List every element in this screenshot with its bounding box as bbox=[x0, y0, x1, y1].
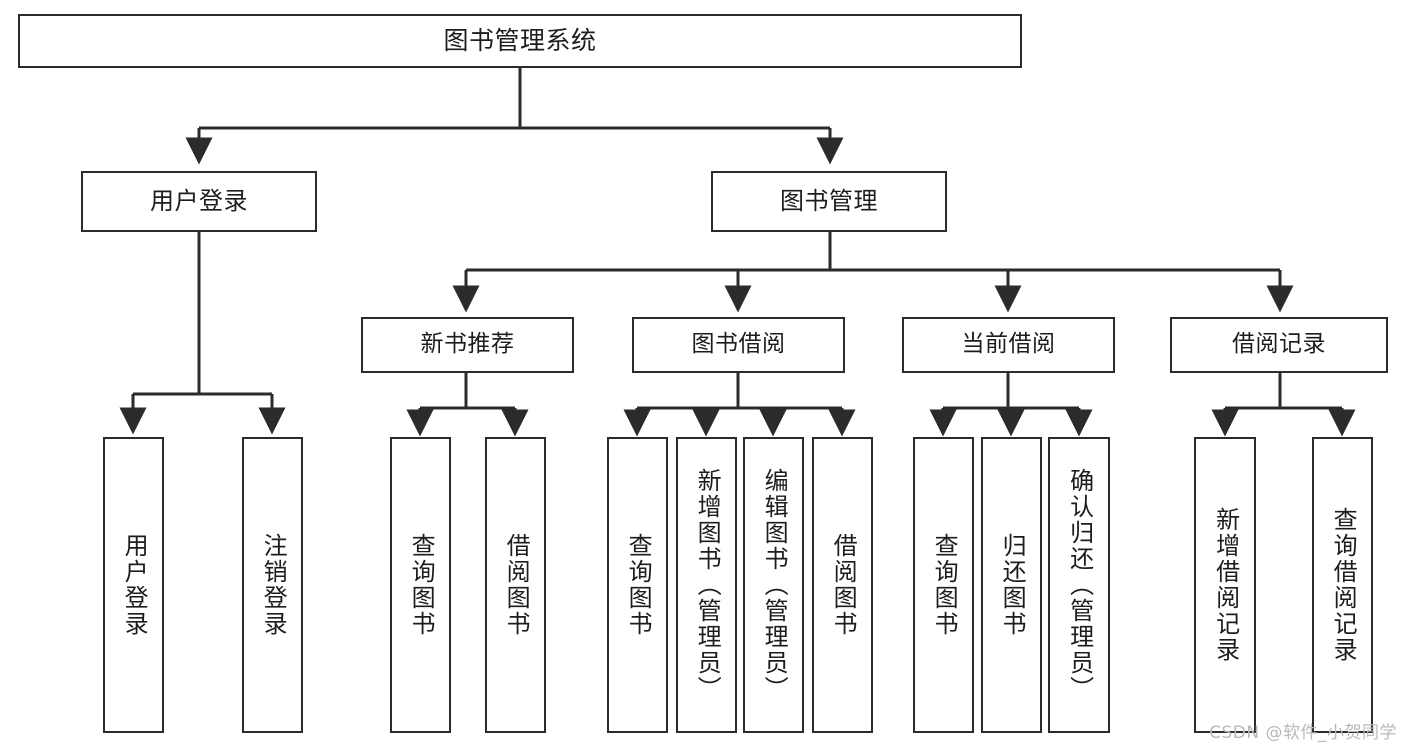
node-label: 注销登录 bbox=[259, 533, 288, 637]
node-borrow-record[interactable]: 借阅记录 bbox=[1170, 317, 1388, 373]
node-label: 新增借阅记录 bbox=[1211, 507, 1240, 663]
leaf-query-borrow-record[interactable]: 查询借阅记录 bbox=[1312, 437, 1373, 733]
node-label: 当前借阅 bbox=[961, 331, 1056, 358]
node-book-management-system[interactable]: 图书管理系统 bbox=[18, 14, 1022, 68]
node-label: 查询图书 bbox=[407, 533, 436, 637]
leaf-add-borrow-record[interactable]: 新增借阅记录 bbox=[1194, 437, 1256, 733]
node-label: 用户登录 bbox=[150, 187, 248, 216]
leaf-user-login[interactable]: 用户登录 bbox=[103, 437, 164, 733]
leaf-logout-login[interactable]: 注销登录 bbox=[242, 437, 303, 733]
node-new-book-recommend[interactable]: 新书推荐 bbox=[361, 317, 574, 373]
node-label: 图书管理系统 bbox=[443, 26, 597, 56]
node-book-manage[interactable]: 图书管理 bbox=[711, 171, 947, 232]
node-label: 编辑图书（管理员） bbox=[760, 468, 789, 702]
node-label: 图书管理 bbox=[780, 187, 878, 216]
node-label: 确认归还（管理员） bbox=[1065, 468, 1094, 702]
leaf-add-book-admin[interactable]: 新增图书（管理员） bbox=[676, 437, 737, 733]
node-label: 借阅记录 bbox=[1232, 331, 1326, 358]
leaf-edit-book-admin[interactable]: 编辑图书（管理员） bbox=[743, 437, 804, 733]
leaf-query-book-3[interactable]: 查询图书 bbox=[913, 437, 974, 733]
node-label: 借阅图书 bbox=[502, 533, 531, 637]
node-current-borrow[interactable]: 当前借阅 bbox=[902, 317, 1115, 373]
node-user-login[interactable]: 用户登录 bbox=[81, 171, 317, 232]
node-label: 图书借阅 bbox=[691, 331, 786, 358]
leaf-borrow-book-2[interactable]: 借阅图书 bbox=[812, 437, 873, 733]
leaf-borrow-book-1[interactable]: 借阅图书 bbox=[485, 437, 546, 733]
node-label: 新增图书（管理员） bbox=[693, 468, 722, 702]
node-label: 借阅图书 bbox=[829, 533, 858, 637]
leaf-return-book[interactable]: 归还图书 bbox=[981, 437, 1042, 733]
node-label: 新书推荐 bbox=[420, 331, 515, 358]
node-label: 查询图书 bbox=[930, 533, 959, 637]
leaf-confirm-return-admin[interactable]: 确认归还（管理员） bbox=[1048, 437, 1110, 733]
leaf-query-book-1[interactable]: 查询图书 bbox=[390, 437, 451, 733]
node-label: 查询借阅记录 bbox=[1329, 507, 1358, 663]
leaf-query-book-2[interactable]: 查询图书 bbox=[607, 437, 668, 733]
node-label: 用户登录 bbox=[120, 533, 149, 637]
node-label: 查询图书 bbox=[624, 533, 653, 637]
node-label: 归还图书 bbox=[998, 533, 1027, 637]
node-book-borrow[interactable]: 图书借阅 bbox=[632, 317, 845, 373]
csdn-watermark: CSDN @软件_小贺同学 bbox=[1209, 723, 1397, 743]
